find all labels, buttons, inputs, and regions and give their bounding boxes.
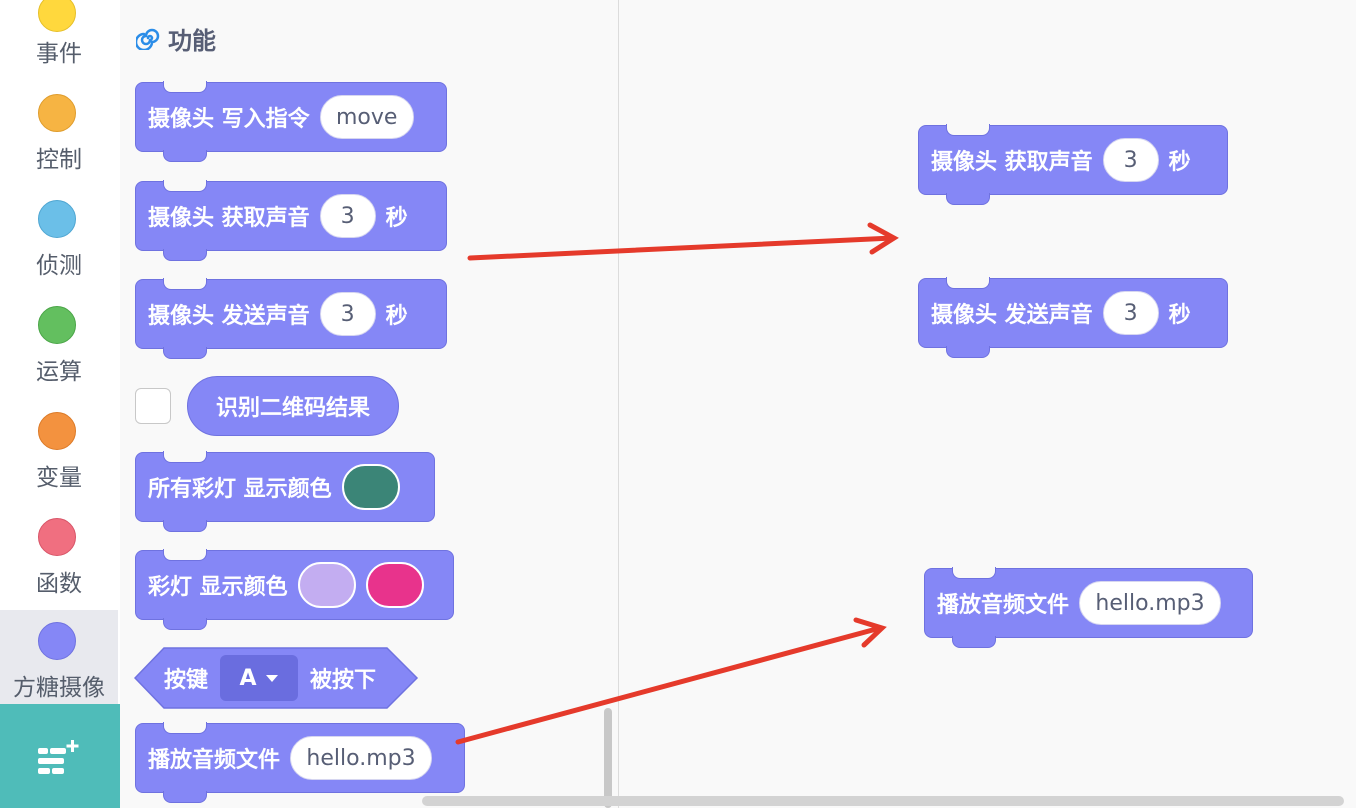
arrow-get-sound	[467, 222, 899, 261]
block-suffix: 被按下	[310, 668, 377, 693]
section-title-text: 功能	[168, 26, 216, 55]
led-color-picker-1[interactable]	[297, 562, 356, 608]
seconds-input[interactable]: 3	[319, 194, 376, 238]
monitor-checkbox[interactable]	[135, 388, 171, 424]
functions-dot-icon	[38, 518, 76, 556]
category-label: 侦测	[36, 253, 82, 279]
button-dropdown[interactable]: A	[220, 655, 299, 701]
block-led-color[interactable]: 彩灯 显示颜色	[135, 549, 454, 632]
block-text: 播放音频文件	[937, 593, 1070, 618]
category-operators[interactable]: 运算	[0, 288, 118, 394]
category-label: 事件	[36, 41, 82, 67]
category-fangtang-camera[interactable]: 方糖摄像	[0, 610, 118, 704]
add-extension-button[interactable]	[0, 704, 120, 808]
category-label: 控制	[36, 147, 82, 173]
add-extension-icon	[38, 740, 79, 774]
block-suffix: 秒	[1168, 150, 1191, 175]
block-play-audio-file[interactable]: 播放音频文件 hello.mp3	[135, 722, 465, 805]
palette-section-title: 功能	[136, 22, 216, 55]
dropdown-value: A	[239, 665, 257, 691]
events-dot-icon	[38, 0, 76, 32]
workspace-block-send-sound[interactable]: 摄像头 发送声音 3 秒	[918, 277, 1228, 360]
spiral-icon	[136, 28, 160, 50]
category-label: 变量	[36, 465, 82, 491]
category-sidebar: 事件 控制 侦测 运算 变量 函数 方糖摄像	[0, 0, 121, 808]
category-control[interactable]: 控制	[0, 76, 118, 182]
category-events[interactable]: 事件	[0, 0, 118, 76]
block-button-pressed[interactable]: 按键 A 被按下	[164, 647, 404, 709]
block-text: 彩灯 显示颜色	[148, 575, 288, 600]
block-camera-get-sound[interactable]: 摄像头 获取声音 3 秒	[135, 180, 447, 263]
block-all-leds-color[interactable]: 所有彩灯 显示颜色	[135, 451, 435, 534]
led-color-picker-2[interactable]	[365, 562, 424, 608]
block-text: 按键	[164, 668, 209, 693]
sensing-dot-icon	[38, 200, 76, 238]
audio-file-input[interactable]: hello.mp3	[290, 736, 433, 780]
operators-dot-icon	[38, 306, 76, 344]
category-sensing[interactable]: 侦测	[0, 182, 118, 288]
block-suffix: 秒	[385, 304, 408, 329]
command-input[interactable]: move	[319, 95, 414, 139]
block-camera-send-sound[interactable]: 摄像头 发送声音 3 秒	[135, 278, 447, 361]
arrow-play-audio	[455, 617, 887, 745]
category-variables[interactable]: 变量	[0, 394, 118, 500]
category-functions[interactable]: 函数	[0, 500, 118, 606]
block-text: 摄像头 发送声音	[148, 304, 310, 329]
seconds-input[interactable]: 3	[1102, 291, 1159, 335]
workspace-block-get-sound[interactable]: 摄像头 获取声音 3 秒	[918, 124, 1228, 207]
variables-dot-icon	[38, 412, 76, 450]
block-qr-result-reporter[interactable]: 识别二维码结果	[187, 376, 399, 436]
block-text: 识别二维码结果	[215, 396, 370, 421]
control-dot-icon	[38, 94, 76, 132]
audio-file-input[interactable]: hello.mp3	[1079, 581, 1222, 625]
workspace-block-play-audio-file[interactable]: 播放音频文件 hello.mp3	[924, 567, 1253, 650]
block-text: 摄像头 发送声音	[931, 303, 1093, 328]
block-text: 摄像头 获取声音	[148, 206, 310, 231]
block-text: 所有彩灯 显示颜色	[148, 477, 332, 502]
block-text: 摄像头 获取声音	[931, 150, 1093, 175]
category-label: 方糖摄像	[13, 675, 105, 701]
seconds-input[interactable]: 3	[1102, 138, 1159, 182]
block-text: 摄像头 写入指令	[148, 107, 310, 132]
category-label: 函数	[36, 571, 82, 597]
category-label: 运算	[36, 359, 82, 385]
chevron-down-icon	[265, 675, 278, 682]
seconds-input[interactable]: 3	[319, 292, 376, 336]
color-picker[interactable]	[341, 464, 400, 510]
block-suffix: 秒	[1168, 303, 1191, 328]
workspace-horizontal-scrollbar[interactable]	[422, 796, 1344, 806]
palette-scrollbar[interactable]	[604, 708, 612, 808]
block-suffix: 秒	[385, 206, 408, 231]
block-camera-write-command[interactable]: 摄像头 写入指令 move	[135, 81, 447, 164]
camera-dot-icon	[38, 622, 76, 660]
block-text: 播放音频文件	[148, 748, 281, 773]
